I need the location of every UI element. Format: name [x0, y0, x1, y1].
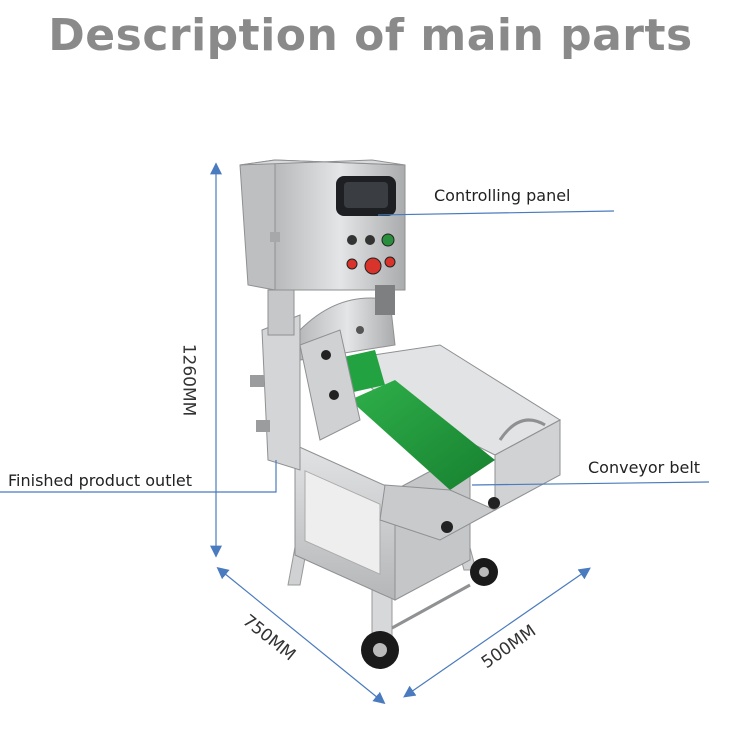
label-controlling-panel: Controlling panel	[434, 186, 571, 205]
control-box	[239, 159, 406, 291]
conveyor-belt-surface	[350, 380, 495, 490]
depth-arrow	[216, 566, 386, 705]
machine-body	[239, 159, 561, 669]
finished-product-outlet-leader	[0, 460, 277, 493]
label-finished-product-outlet: Finished product outlet	[8, 471, 193, 490]
switch-knobs	[346, 233, 396, 275]
width-arrow	[403, 567, 591, 698]
page-title: Description of main parts	[48, 10, 693, 61]
dimension-height: 1260MM	[178, 343, 199, 417]
controlling-panel-leader	[377, 210, 615, 216]
label-conveyor-belt: Conveyor belt	[588, 458, 701, 477]
dimension-arrows	[210, 162, 591, 705]
front-wheel	[361, 631, 399, 669]
leader-lines	[0, 210, 710, 493]
conveyor-belt-leader	[471, 481, 710, 486]
rear-wheel	[470, 558, 498, 586]
